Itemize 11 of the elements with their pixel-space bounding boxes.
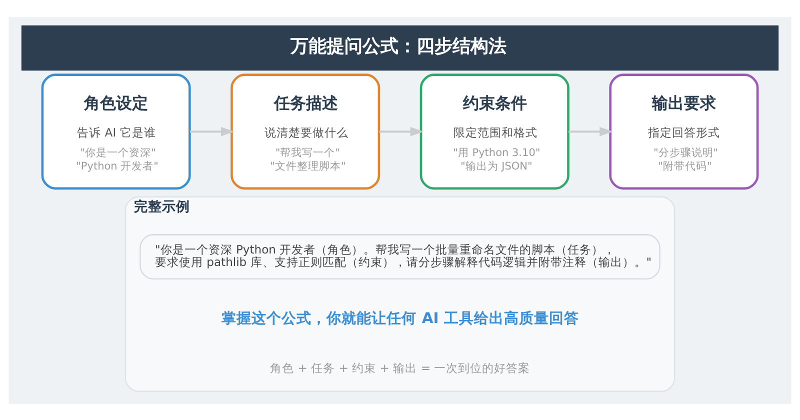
arrow: [568, 126, 613, 136]
node-box: 任务描述 说清楚要做什么 "帮我写一个" "文件整理脚本": [230, 73, 380, 190]
arrow: [190, 126, 234, 136]
node-box: 约束条件 限定范围和格式 "用 Python 3.10" "输出为 JSON": [420, 73, 570, 190]
node-box: 输出要求 指定回答形式 "分步骤说明" "附带代码": [609, 73, 759, 190]
node-box: 角色设定 告诉 AI 它是谁 "你是一个资深" "Python 开发者": [41, 73, 191, 190]
node-box: "你是一个资深 Python 开发者（角色）。帮我写一个批量重命名文件的脚本（任务），要求使用 pathlib 库、支持正则匹配（约束），请分步骤解释代码逻辑并附带注释（输出）。": [140, 234, 660, 279]
label: 角色 + 任务 + 约束 + 输出 = 一次到位的好答案: [270, 360, 530, 375]
arrow: [379, 126, 424, 136]
label: 掌握这个公式，你就能让任何 AI 工具给出高质量回答: [222, 310, 579, 327]
diagram-title: 万能提问公式：四步结构法: [290, 35, 507, 56]
